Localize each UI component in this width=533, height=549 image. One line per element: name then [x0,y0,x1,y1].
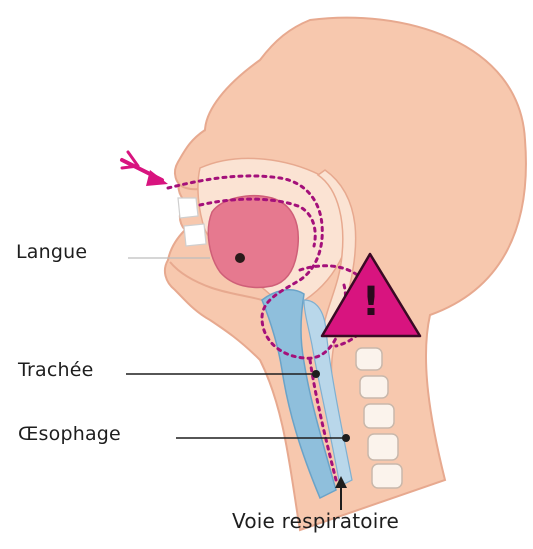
vertebra [372,464,402,488]
vertebra [364,404,394,428]
leader-dot-trachee [312,370,320,378]
incoming-air-arrow-icon [122,152,168,186]
tongue [208,196,298,288]
vertebra [368,434,398,460]
label-trachee: Trachée [18,359,94,381]
upper-teeth [178,198,198,218]
label-voie-respiratoire: Voie respiratoire [232,509,399,533]
vertebra [360,376,388,398]
warning-exclamation: ! [360,282,382,322]
lower-teeth [184,224,206,246]
vertebra [356,348,382,370]
label-oesophage: Œsophage [18,423,121,445]
label-langue: Langue [16,241,87,263]
leader-dot-oesophage [342,434,350,442]
tongue-marker-dot [235,253,245,263]
